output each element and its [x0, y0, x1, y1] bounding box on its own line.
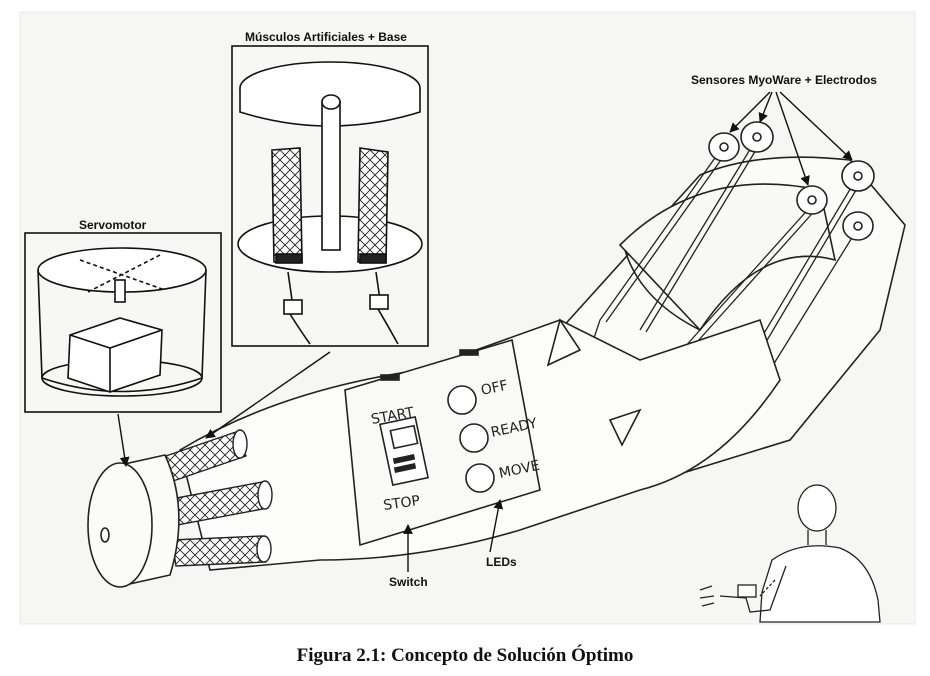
switch-label: Switch: [389, 575, 428, 589]
stop-text: STOP: [382, 493, 421, 514]
leds-arrow: [489, 499, 504, 553]
end-cap: [87, 454, 180, 588]
control-panel: [344, 338, 541, 547]
muscle-tubes: [159, 429, 273, 567]
rocker-switch: [378, 415, 430, 487]
off-text: OFF: [480, 378, 510, 399]
figure-caption: Figura 2.1: Concepto de Solución Óptimo: [296, 645, 634, 666]
led-move: [465, 463, 495, 493]
musculos-arrow: [205, 351, 331, 439]
servomotor-arrow: [117, 413, 130, 467]
musculos-inset: [231, 45, 429, 347]
electrode-discs: [708, 121, 875, 241]
sensores-arrows: [729, 91, 853, 186]
led-ready: [459, 423, 489, 453]
servomotor-inset: [24, 232, 222, 413]
servomotor-label: Servomotor: [79, 218, 147, 232]
start-text: START: [370, 405, 416, 428]
person-figure: [699, 484, 881, 623]
led-off: [447, 385, 477, 415]
leds-label: LEDs: [486, 555, 517, 569]
musculos-label: Músculos Artificiales + Base: [245, 30, 407, 44]
sensores-label: Sensores MyoWare + Electrodos: [691, 73, 877, 87]
